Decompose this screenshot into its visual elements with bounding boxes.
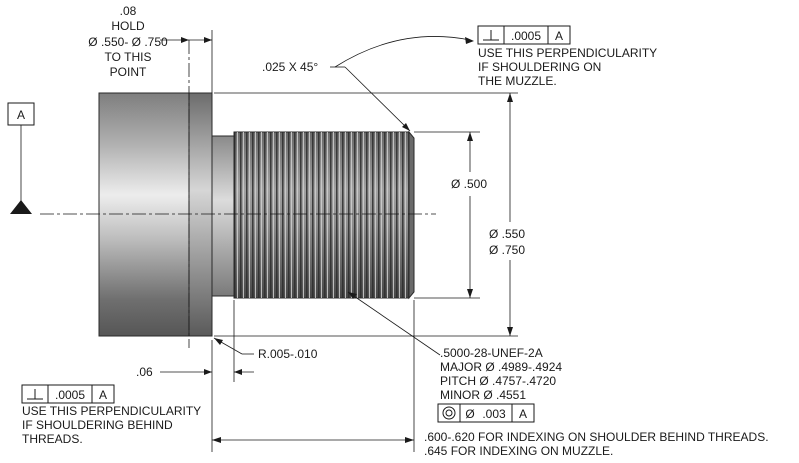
perpendicularity-icon bbox=[483, 30, 499, 41]
thread-spec-pitch: PITCH Ø .4757-.4720 bbox=[440, 374, 556, 388]
fcf-left-datum: A bbox=[99, 388, 107, 402]
shoulder-diameter-min: Ø .550 bbox=[489, 227, 525, 241]
concentricity-icon bbox=[442, 406, 456, 420]
leaders bbox=[213, 36, 474, 356]
hold-note: .08 HOLD Ø .550- Ø .750 TO THIS POINT bbox=[88, 4, 168, 79]
length-note-shoulder: .600-.620 FOR INDEXING ON SHOULDER BEHIN… bbox=[424, 430, 769, 444]
thread-chamfer bbox=[408, 130, 415, 300]
hold-to-this: TO THIS bbox=[105, 50, 152, 64]
fcf-top-datum: A bbox=[555, 29, 563, 43]
chamfer-callout: .025 X 45° bbox=[262, 60, 318, 74]
datum-triangle-icon bbox=[10, 200, 32, 214]
thread-spec-major: MAJOR Ø .4989-.4924 bbox=[440, 360, 562, 374]
dimension-lines bbox=[160, 37, 513, 443]
extension-lines bbox=[211, 30, 518, 452]
thread-spec-minor: MINOR Ø .4551 bbox=[440, 388, 526, 402]
perpendicularity-icon bbox=[27, 389, 43, 400]
part-body bbox=[98, 92, 415, 337]
fcf-left-note-2: IF SHOULDERING BEHIND bbox=[22, 418, 173, 432]
thread-spec-designation: .5000-28-UNEF-2A bbox=[440, 346, 543, 360]
shoulder-body bbox=[98, 92, 190, 337]
datum-a-label: A bbox=[17, 108, 25, 122]
fcf-left-note-1: USE THIS PERPENDICULARITY bbox=[22, 404, 201, 418]
thread-diameter: Ø .500 bbox=[451, 177, 487, 191]
fcf-concentricity-tolerance: .003 bbox=[482, 407, 506, 421]
fcf-left: .0005 A USE THIS PERPENDICULARITY IF SHO… bbox=[21, 384, 201, 446]
thread-relief bbox=[211, 135, 235, 297]
length-note-muzzle: .645 FOR INDEXING ON MUZZLE. bbox=[424, 444, 613, 458]
fcf-concentricity-diameter: Ø bbox=[465, 407, 474, 421]
fcf-top-note-3: THE MUZZLE. bbox=[478, 74, 557, 88]
hold-zone-face bbox=[188, 92, 213, 337]
hold-depth: .08 bbox=[120, 4, 137, 18]
fcf-left-note-3: THREADS. bbox=[22, 432, 83, 446]
shoulder-diameter-max: Ø .750 bbox=[489, 243, 525, 257]
hold-label: HOLD bbox=[111, 19, 145, 33]
hold-diameter: Ø .550- Ø .750 bbox=[88, 35, 168, 49]
hold-point: POINT bbox=[110, 65, 147, 79]
fcf-top: .0005 A USE THIS PERPENDICULARITY IF SHO… bbox=[477, 25, 657, 88]
radius-callout: R.005-.010 bbox=[258, 347, 318, 361]
thread-crests bbox=[234, 132, 409, 298]
fcf-top-note-1: USE THIS PERPENDICULARITY bbox=[478, 46, 657, 60]
fcf-top-note-2: IF SHOULDERING ON bbox=[478, 60, 601, 74]
datum-a: A bbox=[7, 102, 35, 214]
fcf-top-tolerance: .0005 bbox=[511, 29, 541, 43]
fcf-concentricity: Ø .003 A bbox=[437, 403, 535, 423]
thread-spec: .5000-28-UNEF-2A MAJOR Ø .4989-.4924 PIT… bbox=[440, 346, 562, 402]
relief-width: .06 bbox=[136, 365, 153, 379]
fcf-left-tolerance: .0005 bbox=[55, 388, 85, 402]
fcf-concentricity-datum: A bbox=[519, 407, 527, 421]
